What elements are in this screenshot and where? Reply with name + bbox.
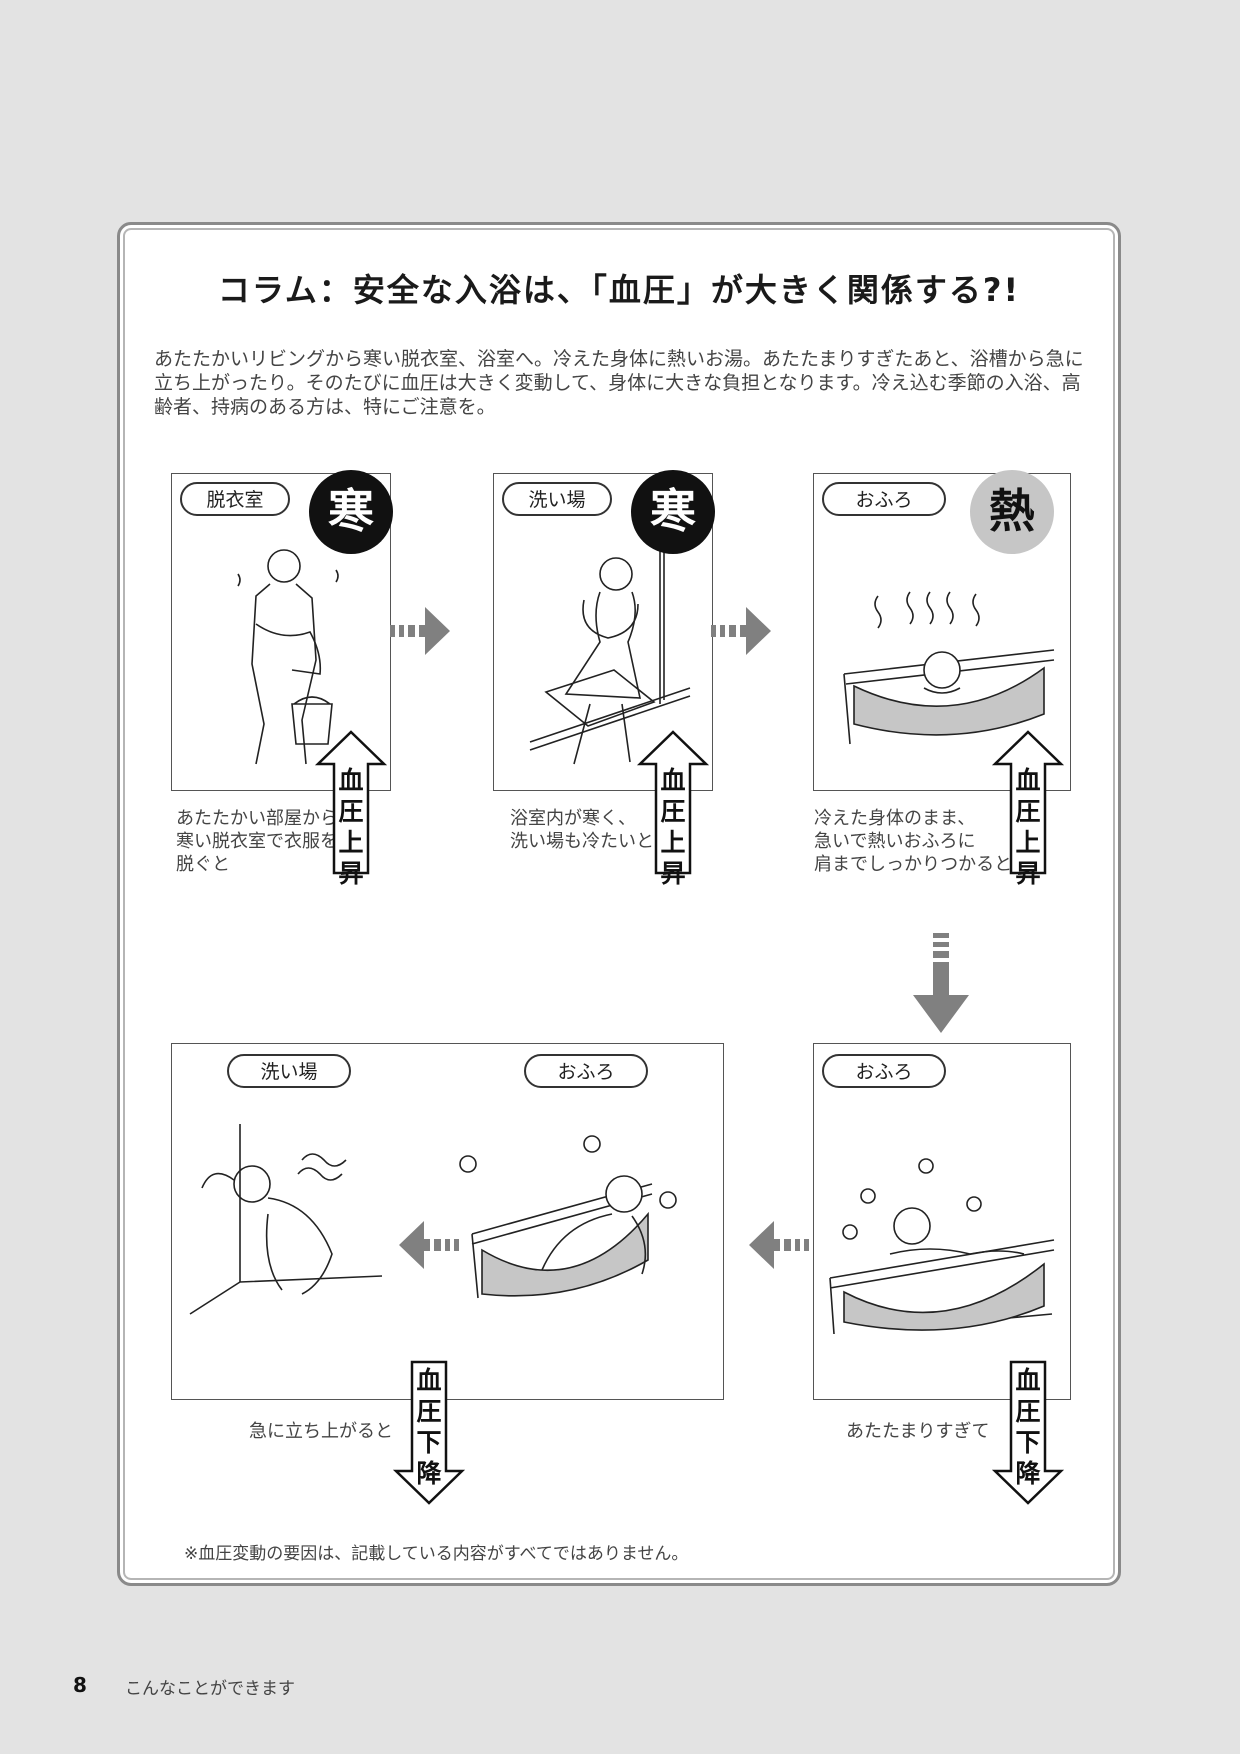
caption-bath-hot: 冷えた身体のまま、 急いで熱いおふろに 肩までしっかりつかると — [814, 807, 1012, 876]
caption-text: あたたまりすぎて — [846, 1421, 990, 1442]
location-label: 脱衣室 — [180, 482, 290, 516]
person-shivering-illustration — [529, 546, 691, 765]
person-overheated-illustration — [829, 1158, 1055, 1335]
location-label: おふろ — [822, 482, 946, 516]
bp-fall-label: 血圧下降 — [1015, 1366, 1041, 1488]
location-label-right: おふろ — [524, 1054, 648, 1088]
column-title: コラム：安全な入浴は、「血圧」が大きく関係する?! — [217, 271, 1021, 309]
location-label-left: 洗い場 — [227, 1054, 351, 1088]
caption-standing-up: 急に立ち上がると — [249, 1420, 393, 1443]
bp-rise-arrow — [991, 730, 1065, 875]
bp-fall-label: 血圧下降 — [416, 1366, 442, 1488]
location-label: おふろ — [822, 1054, 946, 1088]
bp-fall-arrow — [991, 1360, 1065, 1505]
person-collapsing-illustration — [189, 1124, 677, 1315]
right-arrow-icon — [711, 607, 771, 655]
person-undressing-illustration — [237, 549, 339, 765]
bp-rise-arrow — [636, 730, 710, 875]
left-arrow-icon — [749, 1221, 809, 1269]
footnote: ※血圧変動の要因は、記載している内容がすべてではありません。 — [184, 1544, 689, 1564]
person-in-hot-bath-illustration — [843, 591, 1055, 745]
column-card: コラム：安全な入浴は、「血圧」が大きく関係する?! あたたかいリビングから寒い脱… — [117, 222, 1121, 1586]
caption-bath-overheated: あたたまりすぎて — [846, 1420, 989, 1443]
bp-rise-label: 血圧上昇 — [338, 766, 364, 888]
caption-text: あたたかい部屋から 寒い脱衣室で衣服を 脱ぐと — [176, 808, 338, 875]
bp-fall-arrow — [392, 1360, 466, 1505]
panel-standing-up: 洗い場 おふろ — [171, 1043, 724, 1400]
bp-rise-arrow — [314, 730, 388, 875]
page-number: 8 — [73, 1673, 87, 1697]
right-arrow-icon — [390, 607, 450, 655]
caption-text: 浴室内が寒く、 洗い場も冷たいと — [510, 808, 654, 852]
cold-badge: 寒 — [309, 470, 393, 554]
panel-bath-overheated: おふろ — [813, 1043, 1071, 1400]
caption-wash-area: 浴室内が寒く、 洗い場も冷たいと — [510, 807, 654, 853]
cold-badge: 寒 — [631, 470, 715, 554]
location-label: 洗い場 — [502, 482, 612, 516]
bp-rise-label: 血圧上昇 — [1015, 766, 1041, 888]
section-label: こんなことができます — [125, 1679, 295, 1699]
caption-text: 急に立ち上がると — [249, 1421, 393, 1442]
caption-dressing-room: あたたかい部屋から 寒い脱衣室で衣服を 脱ぐと — [176, 807, 338, 876]
panel-dressing-room: 脱衣室 寒 — [171, 470, 393, 791]
caption-text: 冷えた身体のまま、 急いで熱いおふろに 肩までしっかりつかると — [814, 808, 1013, 875]
bp-rise-label: 血圧上昇 — [660, 766, 686, 888]
hot-badge: 熱 — [970, 470, 1054, 554]
left-arrow-icon — [399, 1221, 459, 1269]
column-intro: あたたかいリビングから寒い脱衣室、浴室へ。冷えた身体に熱いお湯。あたたまりすぎた… — [154, 348, 1084, 418]
down-arrow-icon — [913, 933, 969, 1033]
